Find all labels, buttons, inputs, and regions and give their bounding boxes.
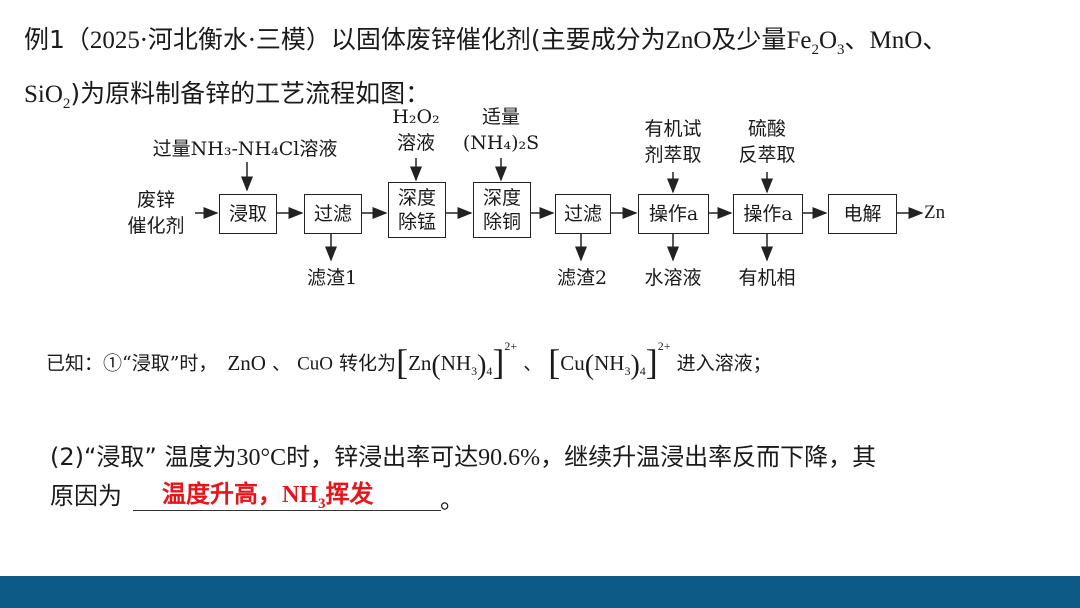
separator: 、 [272,352,292,375]
q2-reason-prompt: 原因为 [50,482,122,510]
source-dot: · [139,25,148,54]
known-text: 转化为 [339,352,397,375]
stem-text: )为原料制备锌的工艺流程如图： [70,79,431,108]
q2-text: 时，锌浸出率可达 [286,443,479,471]
source-year: 2025 [89,27,140,54]
q2-text: (2)“浸取” 温度为 [50,443,237,471]
formula-cuo: CuO [297,353,333,375]
reagent-acid-label: 硫酸反萃取 [738,118,796,166]
complex-copper-ammine: [Cu(NH3)4]2+ [548,339,671,382]
step-operation-a2-box: 操作a [733,194,803,234]
example-label: 例1（ [24,25,90,54]
q2-temperature: 30°C [236,445,287,471]
separator: 、 [523,352,543,375]
stem-text: 、 [844,25,870,54]
reagent-organic-label: 有机试剂萃取 [644,118,702,166]
known-condition: 已知：①“浸取”时， ZnO 、 CuO 转化为[Zn(NH3)4]2+ 、 [… [46,338,772,391]
formula-mno: MnO [869,27,923,54]
reagent-sulfide-label: 适量(NH₄)₂S [462,106,540,154]
formula-zno: ZnO [665,27,712,54]
aqueous-phase-label: 水溶液 [644,267,702,289]
reagent-ammonia-label: 过量NH₃-NH₄Cl溶液 [152,138,338,160]
source-region: 河北衡水 [147,25,248,54]
known-suffix: 进入溶液； [676,352,772,375]
complex-zinc-ammine: [Zn(NH3)4]2+ [396,339,518,382]
step-filter2-box: 过滤 [555,194,611,234]
q2-text: ，继续升温浸出率反而下降，其 [540,443,877,471]
step-operation-a1-box: 操作a [638,194,709,234]
step-filter1-box: 过滤 [304,194,362,234]
flow-arrows [195,158,924,262]
formula-fe2o3: Fe2O3 [786,27,845,58]
known-prefix: 已知：①“浸取”时， [46,352,218,375]
stem-text: 三模）以固体废锌催化剂(主要成分为 [255,25,666,54]
formula-sio2: SiO2 [24,81,71,112]
question-stem: 例1（2025·河北衡水·三模）以固体废锌催化剂(主要成分为ZnO及少量Fe2O… [24,18,1064,126]
stem-text: 、 [922,25,948,54]
organic-phase-label: 有机相 [738,267,796,289]
product-zn-label: Zn [924,202,946,223]
feed-label: 废锌催化剂 [127,189,185,237]
step-demanganese-box: 深度除锰 [388,182,446,238]
period: 。 [440,486,464,514]
step-decopper-box: 深度除铜 [473,182,531,238]
q2-rate: 90.6% [478,445,541,471]
answer-text: 温度升高，NH3挥发 [162,480,374,512]
question-2: (2)“浸取” 温度为30°C时，锌浸出率可达90.6%，继续升温浸出率反而下降… [50,438,876,515]
step-electrolysis-box: 电解 [828,194,897,234]
stem-text: 及少量 [711,25,787,54]
residue2-label: 滤渣2 [556,267,608,289]
formula-zno: ZnO [227,350,266,375]
step-leach-box: 浸取 [219,194,277,234]
source-dot: · [247,25,256,54]
footer-bar [0,576,1080,608]
residue1-label: 滤渣1 [306,267,358,289]
answer-blank-line [133,510,441,511]
